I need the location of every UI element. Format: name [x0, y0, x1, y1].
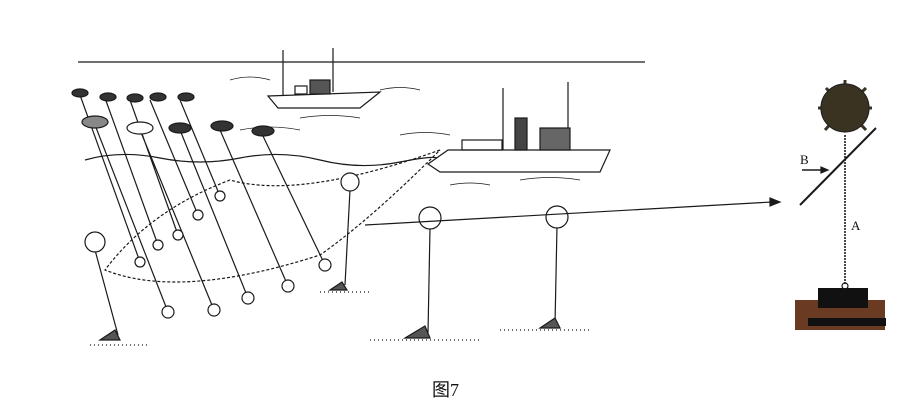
figure-caption: 图7 — [432, 380, 459, 400]
drifting-mines — [71, 88, 332, 319]
ship-near — [426, 82, 611, 173]
ship-far — [266, 48, 382, 109]
moored-mines — [84, 172, 590, 346]
label-b: B — [800, 152, 809, 167]
wave-lines — [229, 76, 581, 186]
sea-surface — [84, 153, 441, 167]
sweep-net — [104, 149, 441, 283]
label-a: A — [851, 218, 861, 233]
mine-detail — [795, 80, 886, 330]
pointer-arrow — [364, 201, 773, 226]
